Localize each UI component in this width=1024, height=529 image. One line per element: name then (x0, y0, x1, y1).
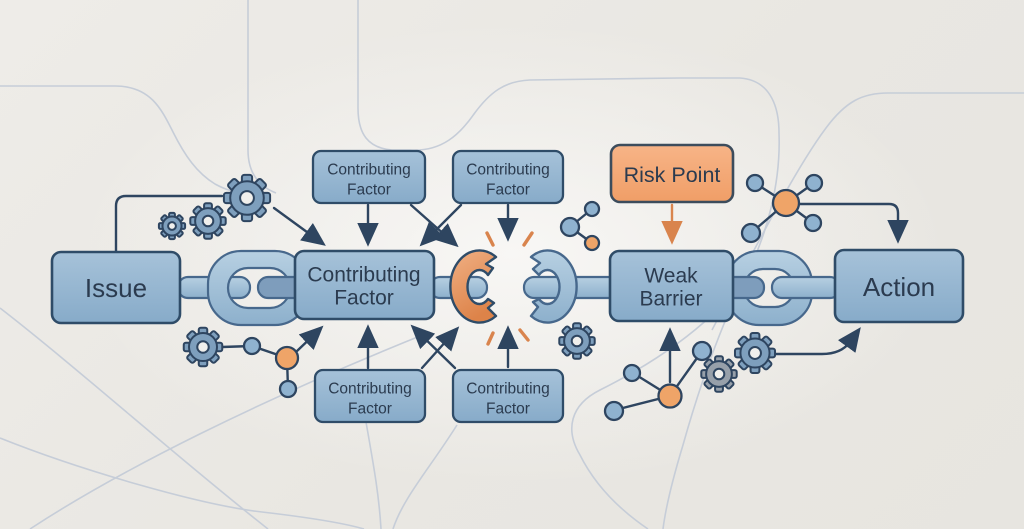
contributing-factor-main-line1: Contributing (307, 264, 420, 287)
chain-bar (770, 275, 842, 300)
connector-issue-to-gears (114, 194, 224, 254)
cf-bottom-right-box: Contributing Factor (451, 368, 565, 424)
contributing-factor-main-box: Contributing Factor (293, 249, 436, 321)
weak-barrier-line1: Weak (644, 265, 698, 288)
gear-icon (158, 212, 186, 240)
weak-barrier-shape (608, 249, 735, 323)
cf-top-right-line1: Contributing (466, 162, 550, 179)
cf-bottom-right-line2: Factor (486, 401, 530, 418)
arrow-hub-right-to-action (798, 202, 909, 244)
gear-network-left (182, 326, 300, 399)
chain-right (720, 249, 842, 327)
gear-icon (733, 331, 777, 375)
risk-point-shape (609, 143, 735, 204)
network-node-icon (740, 222, 762, 244)
network-node-orange-icon (583, 234, 601, 252)
arrow-cf-bottom-right-to-main (410, 324, 457, 370)
risk-point-label: Risk Point (624, 163, 721, 187)
cf-bottom-left-line1: Contributing (328, 381, 412, 398)
network-node-icon (603, 400, 625, 422)
action-box: Action (833, 248, 965, 324)
cf-bottom-left-box: Contributing Factor (313, 368, 427, 424)
network-hub-right (740, 173, 824, 244)
gear-icon (222, 173, 272, 223)
broken-chain-link (428, 231, 622, 346)
network-node-icon (583, 200, 601, 218)
cf-bottom-right-line1: Contributing (466, 381, 550, 398)
cf-bottom-left-line2: Factor (348, 401, 392, 418)
cf-top-right-shape (451, 149, 565, 205)
action-box-shape (833, 248, 965, 324)
contributing-factor-main-shape (293, 249, 436, 321)
cf-top-right-line2: Factor (486, 182, 530, 199)
issue-box-shape (50, 250, 182, 325)
arrows (272, 202, 909, 384)
arrow-cf-top-left-to-break (409, 203, 459, 248)
network-node-icon (278, 379, 298, 399)
issue-box: Issue (50, 250, 182, 325)
weak-barrier-box: Weak Barrier (608, 249, 735, 323)
network-node-icon (691, 340, 713, 362)
cf-top-right-box: Contributing Factor (451, 149, 565, 205)
arrow-gears-to-main (272, 206, 326, 246)
network-node-icon (622, 363, 642, 383)
network-node-icon (242, 336, 262, 356)
impact-marks (485, 231, 534, 346)
cf-top-left-box: Contributing Factor (311, 149, 427, 205)
network-hub-below-barrier (603, 340, 713, 422)
contributing-factor-main-line2: Factor (334, 287, 394, 310)
cf-bottom-right-shape (451, 368, 565, 424)
broken-link-right-half (529, 249, 578, 324)
issue-label: Issue (85, 273, 147, 303)
network-node-orange-icon (771, 188, 801, 218)
gear-icon (558, 322, 596, 360)
arrow-gear-to-action (774, 327, 861, 356)
network-node-icon (745, 173, 765, 193)
network-node-orange-icon (274, 345, 300, 371)
arrow-nodes-left-to-main (295, 325, 324, 353)
weak-barrier-line2: Barrier (639, 288, 702, 311)
arrow-cf-bottom-left-to-break (420, 326, 460, 370)
chain-left (176, 249, 312, 327)
cf-top-left-line2: Factor (347, 182, 391, 199)
gear-icon (189, 202, 227, 240)
network-node-orange-icon (657, 383, 683, 409)
cf-top-left-line1: Contributing (327, 162, 411, 179)
broken-link-left-half (449, 249, 498, 324)
action-label: Action (863, 272, 935, 302)
risk-point-box: Risk Point (609, 143, 735, 204)
cf-bottom-left-shape (313, 368, 427, 424)
gear-icon (182, 326, 224, 368)
gear-gray-icon (700, 355, 738, 393)
network-node-icon (803, 213, 823, 233)
cf-top-left-shape (311, 149, 427, 205)
network-nodes-small (559, 200, 601, 252)
network-node-icon (804, 173, 824, 193)
arrow-cf-top-right-to-main (419, 203, 463, 247)
network-node-icon (559, 216, 581, 238)
